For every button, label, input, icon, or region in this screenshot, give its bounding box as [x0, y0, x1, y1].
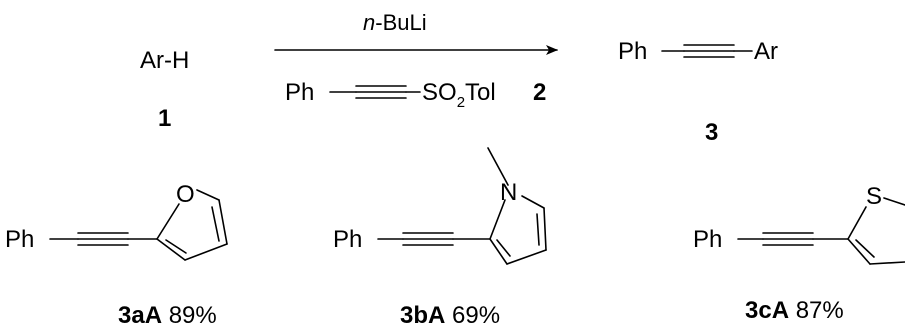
product-3bA-structure: Ph N	[333, 147, 547, 265]
product-phenyl-label: Ph	[618, 38, 647, 65]
product-3cA-structure: Ph S	[693, 183, 905, 265]
pyrrole-nitrogen-label: N	[500, 179, 517, 206]
sulfonyl-group-label: SO2Tol	[422, 79, 496, 111]
product-3cA-phenyl-label: Ph	[693, 226, 722, 253]
product-triple-bond	[683, 44, 735, 58]
product-3bA-caption: 3bA 69%	[400, 302, 500, 329]
product-number: 3	[705, 119, 718, 146]
thiophene-sulfur-label: S	[866, 183, 882, 210]
product-3cA-caption: 3cA 87%	[745, 297, 844, 324]
product-3aA-caption: 3aA 89%	[118, 302, 217, 329]
sulfone-phenyl-label: Ph	[285, 79, 314, 106]
product-aryl-label: Ar	[754, 38, 778, 65]
product-3aA-phenyl-label: Ph	[5, 226, 34, 253]
sulfone-triple-bond	[355, 85, 407, 99]
reactant-number: 1	[158, 105, 171, 132]
reactant-formula: Ar-H	[140, 47, 189, 74]
sulfone-number: 2	[533, 79, 546, 106]
furan-oxygen-label: O	[176, 181, 195, 208]
product-3aA-structure: Ph O	[5, 181, 228, 261]
product-3bA-phenyl-label: Ph	[333, 226, 362, 253]
reagent-label: n-BuLi	[363, 10, 427, 35]
